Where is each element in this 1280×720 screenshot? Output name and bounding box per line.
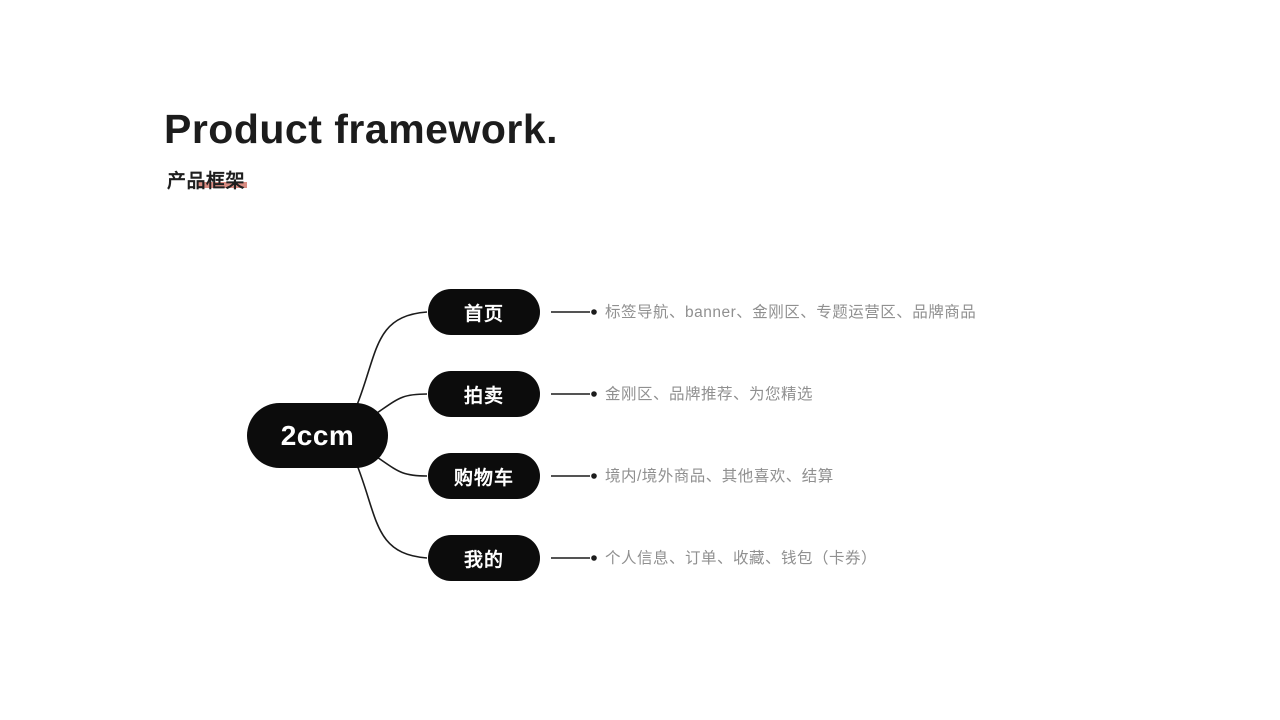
branch-node-label: 我的 <box>463 549 504 571</box>
connector-curve-home <box>356 311 428 406</box>
page-title: Product framework. <box>164 106 559 152</box>
arrow-dot-home <box>591 309 597 315</box>
root-node-label: 2ccm <box>280 419 355 451</box>
branch-node-mine: 我的 <box>428 535 540 581</box>
subtitle-underline-accent <box>197 182 247 188</box>
branch-description-auction: 金刚区、品牌推荐、为您精选 <box>605 386 814 403</box>
root-node: 2ccm <box>247 403 388 468</box>
branch-node-home: 首页 <box>428 289 540 335</box>
arrow-dot-cart <box>591 473 597 479</box>
page-subtitle-label: 产品框架 <box>167 171 246 192</box>
branch-description-home: 标签导航、banner、金刚区、专题运营区、品牌商品 <box>605 304 977 321</box>
branch-description-mine: 个人信息、订单、收藏、钱包（卡券） <box>605 550 878 567</box>
branch-node-label: 购物车 <box>453 467 514 489</box>
arrow-dot-mine <box>591 555 597 561</box>
page-subtitle: 产品框架 <box>167 166 247 192</box>
branch-node-label: 拍卖 <box>463 385 504 407</box>
branch-description-cart: 境内/境外商品、其他喜欢、结算 <box>605 468 834 485</box>
arrow-dot-auction <box>591 391 597 397</box>
branch-node-label: 首页 <box>463 303 504 325</box>
connector-curve-mine <box>356 464 428 559</box>
branch-node-auction: 拍卖 <box>428 371 540 417</box>
branch-node-cart: 购物车 <box>428 453 540 499</box>
